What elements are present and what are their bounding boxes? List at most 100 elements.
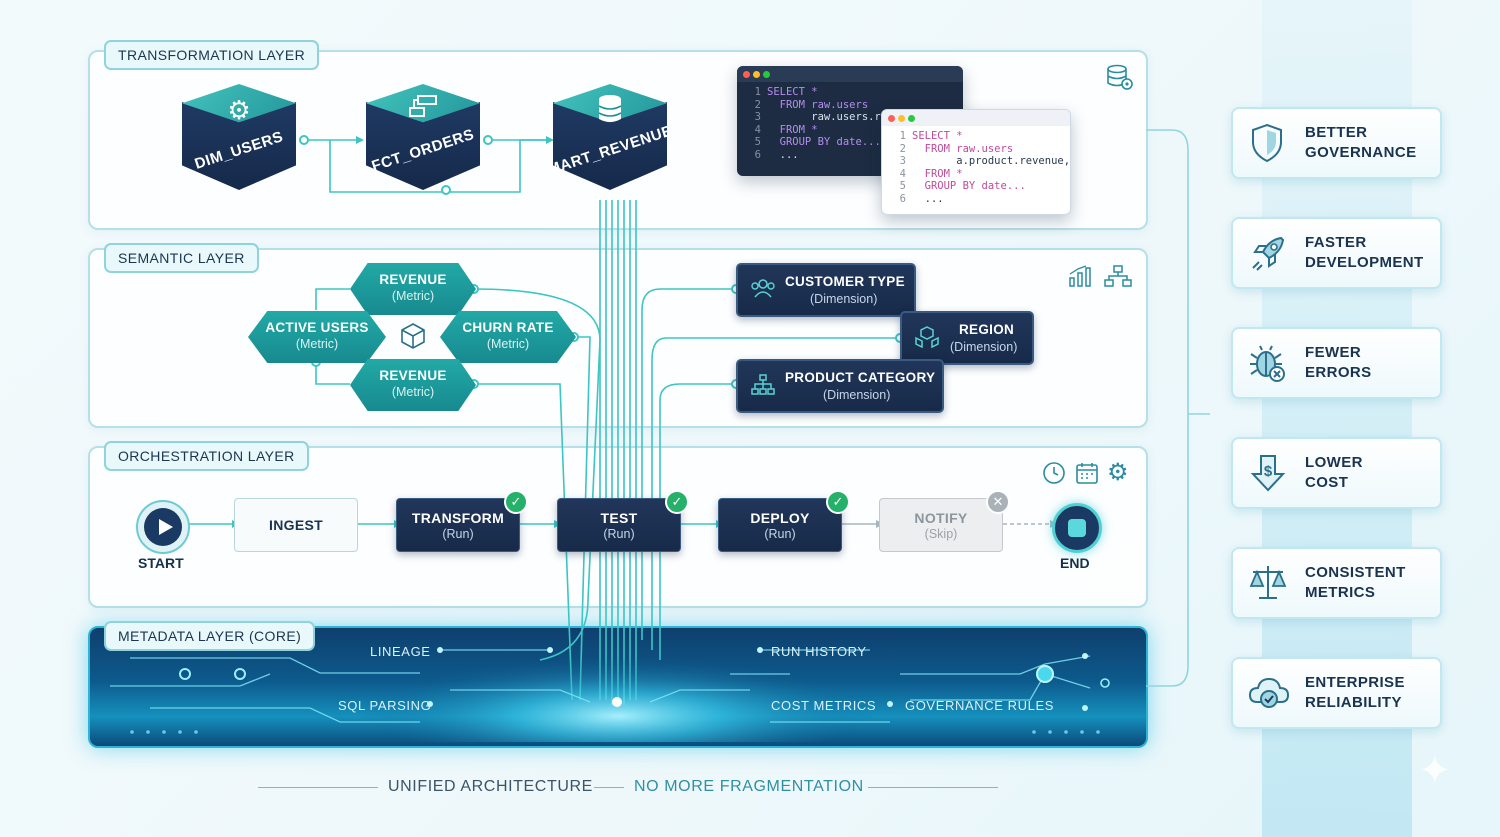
benefit-line-1: FASTER — [1305, 234, 1367, 251]
line-number: 4 — [899, 167, 906, 180]
benefit-enterprise-reliability: ENTERPRISE RELIABILITY — [1231, 657, 1442, 729]
check-icon: ✓ — [504, 490, 528, 514]
code-line: 6 ... — [743, 149, 963, 162]
code-text: FROM raw.users — [767, 98, 869, 111]
model-fct-orders[interactable]: FCT_ORDERS — [358, 84, 488, 192]
metric-title: REVENUE — [379, 368, 447, 383]
semantic-layer-title: SEMANTIC LAYER — [104, 243, 259, 273]
stop-icon — [1068, 519, 1086, 537]
benefit-line-2: RELIABILITY — [1305, 694, 1402, 711]
line-number: 1 — [754, 86, 761, 98]
metric-title: CHURN RATE — [462, 320, 554, 335]
shield-icon — [1252, 123, 1282, 163]
line-number: 3 — [899, 155, 906, 168]
code-line: 3 raw.users.re — [743, 111, 963, 124]
code-text: FROM * — [912, 167, 963, 180]
dimension-subtitle: (Dimension) — [950, 340, 1018, 354]
benefit-line-2: ERRORS — [1305, 364, 1372, 381]
metric-subtitle: (Metric) — [486, 337, 530, 351]
code-text: a.product.revenue, — [912, 155, 1071, 168]
code-line: 2 FROM raw.users — [743, 99, 963, 112]
model-dim-users[interactable]: ⚙ DIM_USERS — [174, 84, 304, 192]
footer-divider-mid — [594, 787, 624, 788]
table-icon — [407, 94, 439, 126]
gear-icon: ⚙ — [1107, 459, 1129, 486]
step-title: DEPLOY — [750, 510, 810, 526]
step-title: INGEST — [269, 517, 323, 533]
line-number: 6 — [899, 192, 906, 205]
gear-icon: ⚙ — [227, 95, 251, 125]
start-node[interactable] — [136, 500, 190, 554]
model-mart-revenue[interactable]: MART_REVENUE — [545, 84, 675, 192]
dollar-down-icon: $ — [1250, 455, 1286, 492]
metric-revenue-top[interactable]: REVENUE (Metric) — [350, 263, 476, 315]
skip-x-icon: ✕ — [986, 490, 1010, 514]
metric-active-users[interactable]: ACTIVE USERS (Metric) — [248, 311, 386, 363]
metadata-layer-title: METADATA LAYER (CORE) — [104, 621, 316, 651]
code-text: ... — [912, 192, 944, 205]
line-number: 1 — [899, 130, 906, 142]
benefit-line-2: DEVELOPMENT — [1305, 254, 1424, 271]
svg-text:$: $ — [1264, 463, 1273, 480]
step-subtitle: (Run) — [442, 527, 474, 541]
database-settings-icon — [1105, 64, 1135, 97]
code-text: GROUP BY date... — [767, 136, 881, 149]
metric-subtitle: (Metric) — [391, 289, 435, 303]
benefit-line-2: GOVERNANCE — [1305, 144, 1417, 161]
benefit-lower-cost: $ LOWER COST — [1231, 437, 1442, 509]
benefit-line-2: METRICS — [1305, 584, 1376, 601]
hierarchy-icon — [750, 373, 776, 403]
dimension-region[interactable]: REGION (Dimension) — [900, 311, 1034, 365]
line-number: 3 — [754, 111, 761, 124]
dimension-customer-type[interactable]: CUSTOMER TYPE (Dimension) — [736, 263, 916, 317]
circuit-graphic — [110, 644, 1110, 742]
footer-divider-right — [868, 787, 998, 788]
dimension-product-category[interactable]: PRODUCT CATEGORY (Dimension) — [736, 359, 944, 413]
dimension-title: PRODUCT CATEGORY — [785, 370, 936, 385]
metric-subtitle: (Metric) — [391, 385, 435, 399]
cubes-icon — [914, 325, 940, 355]
benefit-line-1: BETTER — [1305, 124, 1368, 141]
end-node[interactable] — [1052, 503, 1102, 553]
code-line: 4 FROM * — [743, 124, 963, 137]
metadata-cost-metrics-label: COST METRICS — [771, 698, 877, 713]
benefit-line-1: FEWER — [1305, 344, 1362, 361]
orchestration-layer-title: ORCHESTRATION LAYER — [104, 441, 309, 471]
step-test[interactable]: TEST (Run) — [557, 498, 681, 552]
code-text: GROUP BY date... — [912, 180, 1026, 193]
step-notify[interactable]: NOTIFY (Skip) — [879, 498, 1003, 552]
code-text: raw.users.re — [767, 111, 888, 124]
metric-revenue-bottom[interactable]: REVENUE (Metric) — [350, 359, 476, 411]
metadata-run-history-label: RUN HISTORY — [771, 644, 867, 659]
line-number: 4 — [754, 123, 761, 136]
dimension-subtitle: (Dimension) — [810, 292, 878, 306]
rocket-icon — [1252, 236, 1285, 271]
line-number: 6 — [754, 148, 761, 161]
line-number: 2 — [899, 142, 906, 155]
cloud-check-icon — [1248, 677, 1290, 708]
metadata-sql-parsing-label: SQL PARSING — [338, 698, 432, 713]
database-icon — [594, 94, 626, 126]
dimension-title: CUSTOMER TYPE — [785, 274, 905, 289]
code-line: 5 GROUP BY date... — [743, 136, 963, 149]
scales-icon — [1249, 566, 1287, 599]
step-title: NOTIFY — [914, 510, 968, 526]
step-transform[interactable]: TRANSFORM (Run) — [396, 498, 520, 552]
step-deploy[interactable]: DEPLOY (Run) — [718, 498, 842, 552]
step-subtitle: (Skip) — [924, 527, 958, 541]
start-label: START — [138, 555, 184, 571]
metadata-governance-rules-label: GOVERNANCE RULES — [905, 698, 1055, 713]
benefit-line-1: ENTERPRISE — [1305, 674, 1405, 691]
bar-chart-icon — [1068, 264, 1094, 293]
code-text: FROM * — [767, 123, 818, 136]
metric-title: REVENUE — [379, 272, 447, 287]
step-ingest[interactable]: INGEST — [234, 498, 358, 552]
benefit-line-1: LOWER — [1305, 454, 1363, 471]
code-line: 4 FROM * — [888, 168, 1070, 181]
metric-churn-rate[interactable]: CHURN RATE (Metric) — [440, 311, 576, 363]
step-subtitle: (Run) — [764, 527, 796, 541]
code-text: FROM raw.users — [912, 142, 1014, 155]
